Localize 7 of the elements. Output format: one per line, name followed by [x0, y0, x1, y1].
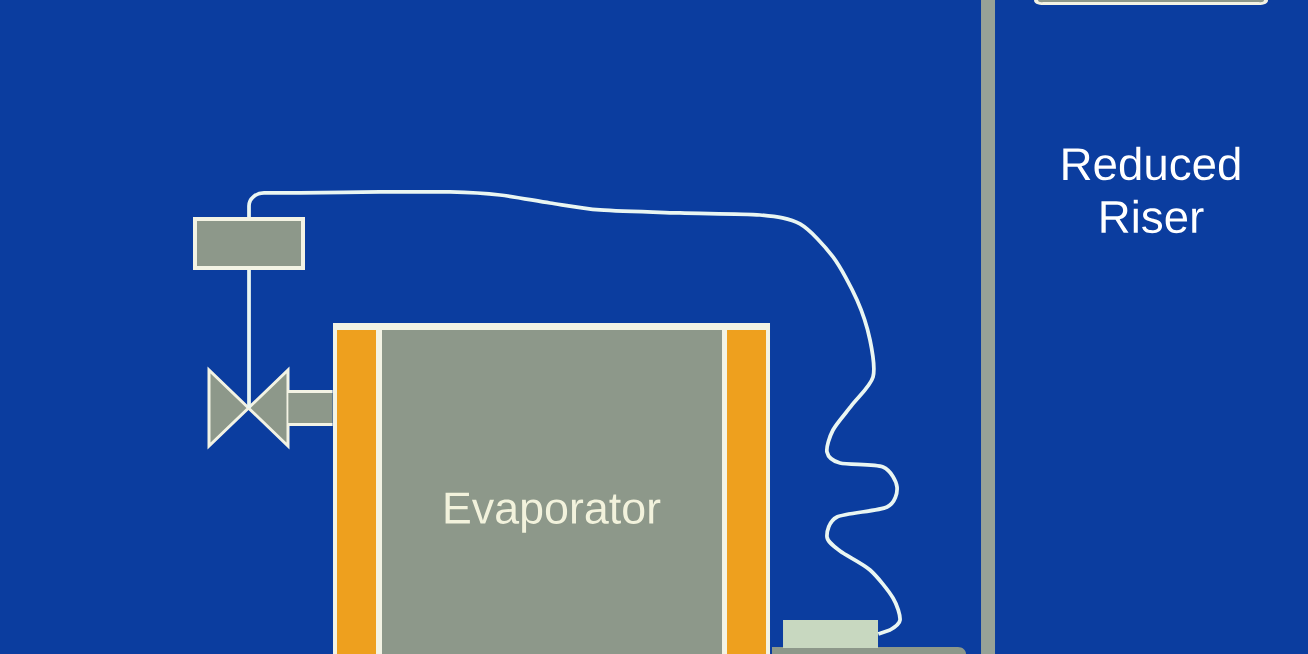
- sensing-bulb: [783, 620, 878, 648]
- riser-label: Reduced Riser: [1063, 146, 1240, 234]
- valve-symbol: [207, 366, 290, 450]
- actuator-box: [193, 217, 305, 270]
- pipe: [288, 390, 333, 426]
- valve-stem-line: [247, 270, 251, 408]
- evaporator-box: Evaporator: [333, 323, 770, 654]
